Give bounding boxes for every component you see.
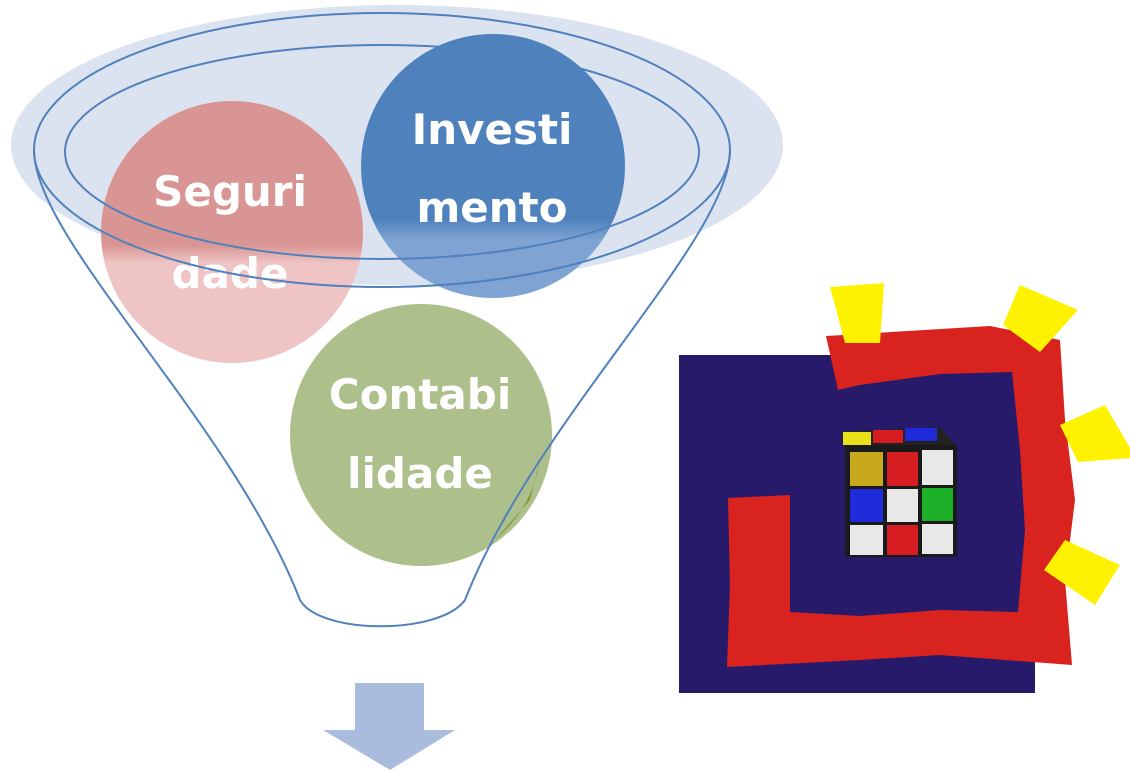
- contabilidade-circle: [290, 304, 552, 566]
- investimento-label-line2: mento: [416, 183, 567, 232]
- funnel-item-contabilidade: Contabi lidade: [290, 304, 552, 566]
- cube-sticker-2: [887, 452, 918, 486]
- cube-sticker-3: [922, 450, 953, 485]
- rubiks-cube-picture: [679, 283, 1130, 693]
- funnel-inner-ring: [64, 44, 700, 260]
- cube-sticker-8: [887, 525, 918, 555]
- cube-sticker-7: [850, 525, 883, 555]
- cube-top-sticker-3: [905, 428, 937, 441]
- picture-red-frame: [727, 326, 1075, 667]
- seguridade-label-line1: Seguri: [153, 167, 307, 216]
- funnel-item-investimento: Investi mento: [361, 34, 625, 298]
- funnel-item-seguridade: Seguri dade: [101, 101, 363, 363]
- ray-bottom-right: [1044, 540, 1120, 605]
- cube-sticker-9: [922, 524, 953, 554]
- investimento-label-line1: Investi: [412, 105, 573, 154]
- cube-sticker-6: [922, 488, 953, 521]
- funnel-body: [33, 149, 731, 628]
- ray-top-left: [830, 283, 884, 343]
- cube-sticker-4: [850, 489, 883, 522]
- seguridade-circle: [101, 101, 363, 363]
- cube-top-sticker-1: [843, 432, 871, 445]
- investimento-circle: [361, 34, 625, 298]
- rubiks-cube: [840, 427, 957, 557]
- funnel-outline: [33, 12, 731, 628]
- cube-sticker-1: [850, 452, 883, 486]
- contabilidade-label-line2: lidade: [347, 449, 493, 498]
- down-arrow: [323, 683, 455, 770]
- cube-top-sticker-2: [873, 430, 903, 443]
- ray-top-right: [1003, 285, 1078, 352]
- cube-sticker-5: [887, 489, 918, 522]
- ray-right: [1060, 405, 1130, 462]
- contabilidade-label-line1: Contabi: [329, 370, 511, 419]
- yellow-rays: [830, 283, 1130, 605]
